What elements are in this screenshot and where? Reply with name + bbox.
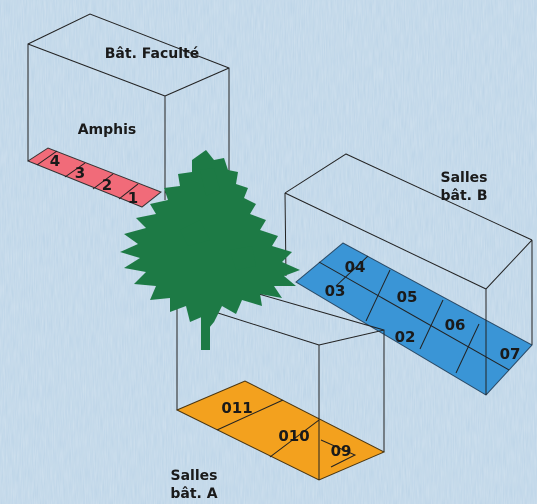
building-faculte: Bât. Faculté Amphis 4 3 2 1: [26, 13, 230, 208]
faculte-edge: [164, 67, 230, 97]
salle-05-label: 05: [397, 288, 418, 306]
amphi-2-label: 2: [102, 176, 112, 194]
salle-07-label: 07: [500, 345, 521, 363]
amphis-divider: [36, 150, 58, 166]
b-floor-divider: [335, 255, 369, 287]
b-top-right: [485, 239, 533, 290]
salle-03-label: 03: [325, 282, 346, 300]
b-floor-divider: [419, 299, 444, 350]
b-top-back: [284, 153, 533, 241]
amphis-label: Amphis: [78, 122, 137, 138]
amphi-3-label: 3: [75, 164, 85, 182]
a-title-line2: bât. A: [170, 486, 217, 502]
salle-010-label: 010: [278, 427, 309, 445]
faculte-outline: [27, 13, 230, 189]
conifer-tree-icon: [120, 150, 300, 350]
b-top-front: [284, 192, 487, 290]
b-title-line1: Salles: [441, 170, 488, 186]
tree-trunk: [201, 300, 210, 350]
a-floor-divider: [269, 419, 320, 458]
b-title-line2: bât. B: [440, 188, 487, 204]
faculte-edge: [27, 43, 166, 97]
salle-04-label: 04: [345, 258, 366, 276]
salle-09-label: 09: [331, 442, 352, 460]
b-left-edge: [284, 192, 287, 277]
a-title-line1: Salles: [171, 468, 218, 484]
salles-a-floor: [175, 380, 386, 481]
a-floor-divider: [320, 439, 357, 468]
b-floor-divider: [318, 261, 510, 371]
building-a: 011 010 09 Salles bât. A: [170, 287, 386, 502]
b-floor-divider: [365, 269, 391, 322]
salle-06-label: 06: [445, 316, 466, 334]
a-floor-divider: [216, 399, 284, 431]
faculte-title: Bât. Faculté: [105, 46, 199, 62]
b-floor-divider: [455, 323, 480, 374]
amphi-1-label: 1: [128, 189, 138, 207]
amphi-4-label: 4: [50, 152, 60, 170]
a-top-right: [318, 329, 385, 346]
salle-011-label: 011: [221, 399, 252, 417]
salles-b-floor: [295, 242, 533, 396]
building-b: Salles bât. B 04 03 05 02 06 07: [284, 153, 533, 396]
amphis-divider: [64, 162, 86, 178]
salle-02-label: 02: [395, 328, 416, 346]
amphis-divider: [118, 183, 139, 200]
amphis-divider: [92, 173, 114, 190]
